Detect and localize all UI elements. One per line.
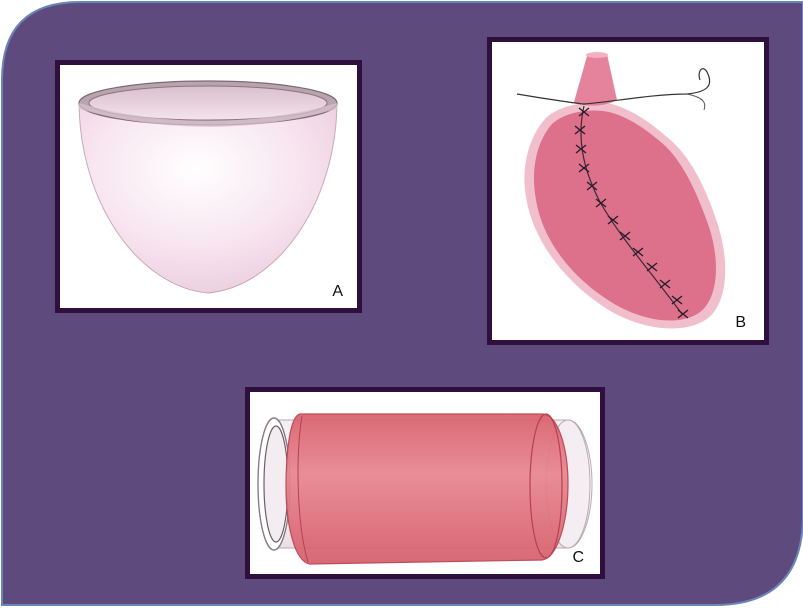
panel-a: A [55, 60, 362, 313]
panel-label-a: A [332, 283, 343, 301]
panel-b: B [487, 37, 769, 345]
hemispherical-cup-icon [60, 65, 357, 308]
sutured-tissue-icon [492, 42, 764, 340]
panel-label-c: C [572, 549, 584, 567]
tube-sleeve-icon [250, 392, 600, 574]
panel-c: C [245, 387, 605, 579]
panel-label-b: B [735, 314, 746, 332]
